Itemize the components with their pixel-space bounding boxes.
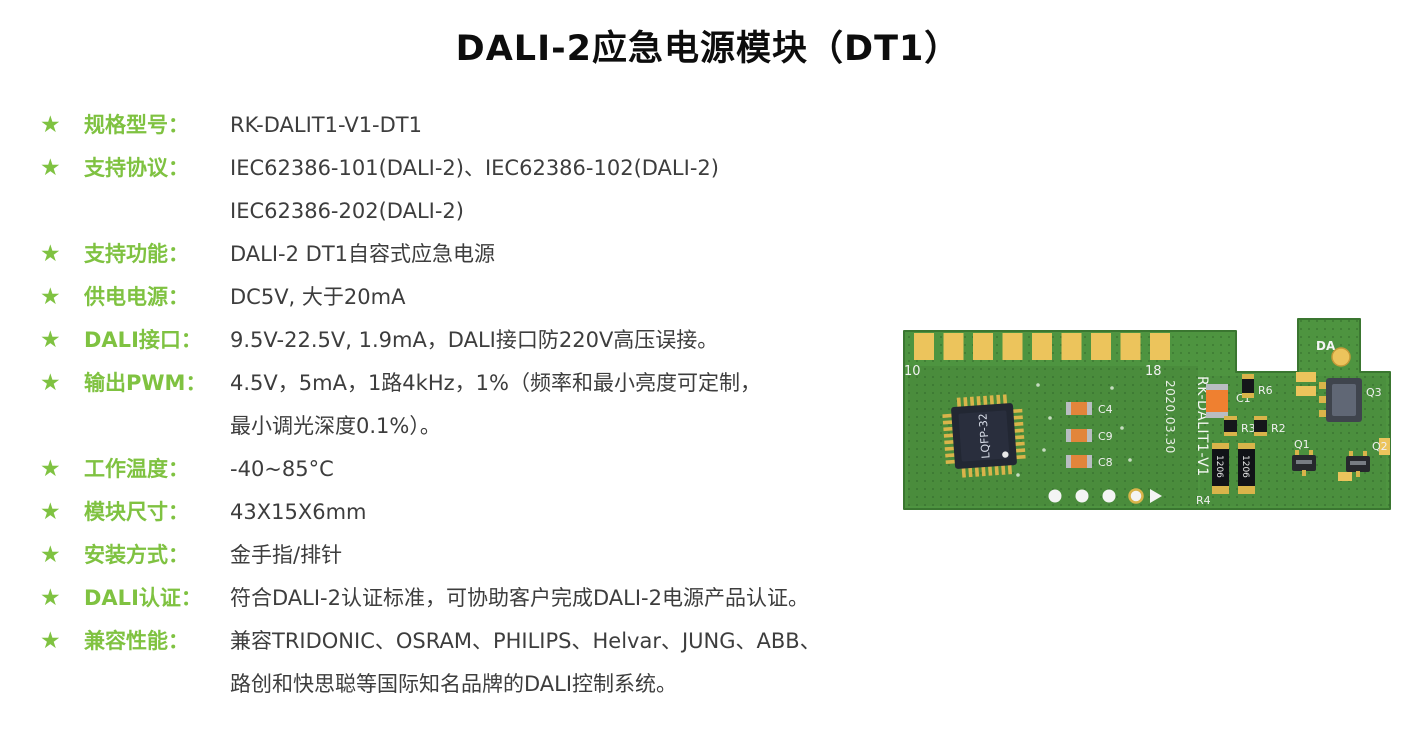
star-bullet-icon: ★ bbox=[40, 456, 61, 482]
pkg-1206-a-marking: 1206 bbox=[1214, 455, 1224, 478]
star-bullet-icon: ★ bbox=[40, 241, 61, 267]
star-bullet-icon: ★ bbox=[40, 155, 61, 181]
spec-label: 支持功能： bbox=[84, 242, 189, 266]
spec-value-line: DC5V, 大于20mA bbox=[230, 285, 406, 309]
spec-value-line: -40~85°C bbox=[230, 457, 334, 481]
spec-value: 9.5V-22.5V, 1.9mA，DALI接口防220V高压误接。 bbox=[230, 319, 718, 362]
pcb-pin-number-end: 18 bbox=[1145, 364, 1162, 379]
spec-list: ★ 规格型号： RK-DALIT1-V1-DT1 ★ 支持协议： IEC62386-101… bbox=[40, 104, 821, 706]
spec-row: ★ 供电电源： DC5V, 大于20mA bbox=[40, 276, 821, 319]
solder-pads bbox=[1296, 372, 1390, 481]
c9-label: C9 bbox=[1098, 430, 1113, 443]
transistor-q3: Q3 bbox=[1319, 378, 1382, 422]
spec-row: ★ 支持协议： IEC62386-101(DALI-2)、IEC62386-102(… bbox=[40, 147, 821, 233]
q3-label: Q3 bbox=[1366, 386, 1382, 399]
spec-value: 金手指/排针 bbox=[230, 534, 342, 577]
spec-value-line: 43X15X6mm bbox=[230, 500, 367, 524]
star-bullet-icon: ★ bbox=[40, 112, 61, 138]
star-bullet-icon: ★ bbox=[40, 628, 61, 654]
mounting-holes bbox=[1048, 488, 1162, 504]
star-bullet-icon: ★ bbox=[40, 284, 61, 310]
spec-label: DALI接口： bbox=[84, 328, 202, 352]
pkg-1206-b-marking: 1206 bbox=[1240, 455, 1250, 478]
spec-value-line: IEC62386-202(DALI-2) bbox=[230, 199, 464, 223]
capacitor-c4: C4 bbox=[1066, 402, 1113, 416]
star-bullet-icon: ★ bbox=[40, 542, 61, 568]
spec-value: 兼容TRIDONIC、OSRAM、PHILIPS、Helvar、JUNG、ABB… bbox=[230, 620, 821, 706]
spec-value: DC5V, 大于20mA bbox=[230, 276, 405, 319]
spec-value-line: 路创和快思聪等国际知名品牌的DALI控制系统。 bbox=[230, 672, 678, 696]
spec-label: DALI认证： bbox=[84, 586, 202, 610]
spec-label: 规格型号： bbox=[84, 113, 189, 137]
pcb-tab: DA bbox=[1316, 339, 1351, 367]
star-bullet-icon: ★ bbox=[40, 585, 61, 611]
spec-value-line: 4.5V，5mA，1路4kHz，1%（频率和最小亮度可定制， bbox=[230, 371, 761, 395]
spec-label: 安装方式： bbox=[84, 543, 189, 567]
transistor-q2: Q2 bbox=[1346, 440, 1388, 477]
via-dots bbox=[1016, 383, 1132, 477]
spec-value-line: IEC62386-101(DALI-2)、IEC62386-102(DALI-2… bbox=[230, 156, 719, 180]
tab-marking: DA bbox=[1316, 339, 1336, 353]
spec-label: 工作温度： bbox=[84, 457, 189, 481]
q1-label: Q1 bbox=[1294, 438, 1310, 451]
spec-value-line: DALI-2 DT1自容式应急电源 bbox=[230, 242, 496, 266]
c8-label: C8 bbox=[1098, 456, 1113, 469]
resistor-r2: R2 bbox=[1254, 416, 1286, 436]
spec-label: 输出PWM： bbox=[84, 371, 207, 395]
spec-value: 43X15X6mm bbox=[230, 491, 367, 534]
spec-value: 符合DALI-2认证标准，可协助客户完成DALI-2电源产品认证。 bbox=[230, 577, 809, 620]
page-title: DALI-2应急电源模块（DT1） bbox=[455, 29, 961, 69]
spec-row: ★ 工作温度： -40~85°C bbox=[40, 448, 821, 491]
silk-date: 2020.03.30 bbox=[1163, 380, 1177, 454]
spec-value-line: 符合DALI-2认证标准，可协助客户完成DALI-2电源产品认证。 bbox=[230, 586, 809, 610]
r6-label: R6 bbox=[1258, 384, 1273, 397]
spec-value-line: 最小调光深度0.1%）。 bbox=[230, 414, 441, 438]
star-bullet-icon: ★ bbox=[40, 327, 61, 353]
star-bullet-icon: ★ bbox=[40, 370, 61, 396]
spec-row: ★ 输出PWM： 4.5V，5mA，1路4kHz，1%（频率和最小亮度可定制， 最小调… bbox=[40, 362, 821, 448]
spec-row: ★ DALI认证： 符合DALI-2认证标准，可协助客户完成DALI-2电源产品认证… bbox=[40, 577, 821, 620]
spec-value-line: 金手指/排针 bbox=[230, 543, 343, 567]
capacitor-c1: C1 bbox=[1206, 384, 1251, 418]
spec-label: 兼容性能： bbox=[84, 629, 189, 653]
spec-label: 供电电源： bbox=[84, 285, 189, 309]
chip-marking: LQFP-32 bbox=[976, 413, 992, 459]
mcu-chip: LQFP-32 bbox=[942, 394, 1026, 478]
package-1206-a: 1206 bbox=[1212, 443, 1229, 494]
pcb-illustration: 10 18 LQFP-32 bbox=[903, 318, 1391, 510]
transistor-q1: Q1 bbox=[1292, 438, 1316, 476]
r3-label: R3 bbox=[1241, 422, 1256, 435]
pcb-pin-number-start: 10 bbox=[904, 364, 921, 379]
spec-value: IEC62386-101(DALI-2)、IEC62386-102(DALI-2… bbox=[230, 147, 719, 233]
spec-row: ★ 规格型号： RK-DALIT1-V1-DT1 bbox=[40, 104, 821, 147]
spec-label: 支持协议： bbox=[84, 156, 189, 180]
resistor-r6: R6 bbox=[1242, 374, 1273, 398]
tab-gold-pad bbox=[1331, 347, 1351, 367]
spec-value-line: RK-DALIT1-V1-DT1 bbox=[230, 113, 422, 137]
spec-value: -40~85°C bbox=[230, 448, 334, 491]
capacitor-c9: C9 bbox=[1066, 429, 1113, 443]
spec-row: ★ 模块尺寸： 43X15X6mm bbox=[40, 491, 821, 534]
resistor-r3: R3 bbox=[1224, 416, 1256, 436]
spec-row: ★ 安装方式： 金手指/排针 bbox=[40, 534, 821, 577]
spec-value: 4.5V，5mA，1路4kHz，1%（频率和最小亮度可定制， 最小调光深度0.1%… bbox=[230, 362, 761, 448]
spec-value: DALI-2 DT1自容式应急电源 bbox=[230, 233, 495, 276]
spec-row: ★ 兼容性能： 兼容TRIDONIC、OSRAM、PHILIPS、Helvar、JU… bbox=[40, 620, 821, 706]
spec-row: ★ 支持功能： DALI-2 DT1自容式应急电源 bbox=[40, 233, 821, 276]
r2-label: R2 bbox=[1271, 422, 1286, 435]
package-1206-b: 1206 bbox=[1238, 443, 1255, 494]
spec-value: RK-DALIT1-V1-DT1 bbox=[230, 104, 422, 147]
silkscreen-arrow-icon bbox=[1150, 489, 1162, 503]
star-bullet-icon: ★ bbox=[40, 499, 61, 525]
spec-label: 模块尺寸： bbox=[84, 500, 189, 524]
pcb-product-photo: 10 18 LQFP-32 bbox=[898, 310, 1396, 520]
spec-value-line: 兼容TRIDONIC、OSRAM、PHILIPS、Helvar、JUNG、ABB… bbox=[230, 629, 821, 653]
spec-row: ★ DALI接口： 9.5V-22.5V, 1.9mA，DALI接口防220V高压误… bbox=[40, 319, 821, 362]
spec-value-line: 9.5V-22.5V, 1.9mA，DALI接口防220V高压误接。 bbox=[230, 328, 719, 352]
capacitor-c8: C8 bbox=[1066, 455, 1113, 469]
c4-label: C4 bbox=[1098, 403, 1113, 416]
r4-label: R4 bbox=[1196, 494, 1211, 507]
q2-label: Q2 bbox=[1372, 440, 1388, 453]
